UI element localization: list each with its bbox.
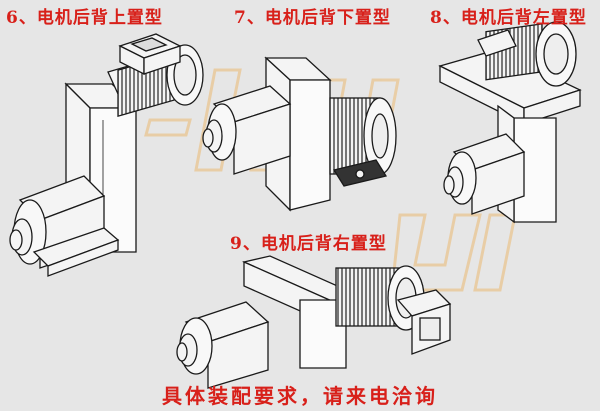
config6-drawing <box>9 33 204 277</box>
caption-config-8: 8、电机后背左置型 <box>430 8 587 28</box>
config7-drawing <box>202 56 397 212</box>
config9-drawing <box>176 255 452 389</box>
caption-config-9: 9、电机后背右置型 <box>230 234 387 254</box>
caption-config-7: 7、电机后背下置型 <box>234 8 391 28</box>
contact-notice: 具体装配要求，请来电洽询 <box>162 384 438 408</box>
config8-drawing <box>438 21 582 224</box>
caption-config-6: 6、电机后背上置型 <box>6 8 163 28</box>
